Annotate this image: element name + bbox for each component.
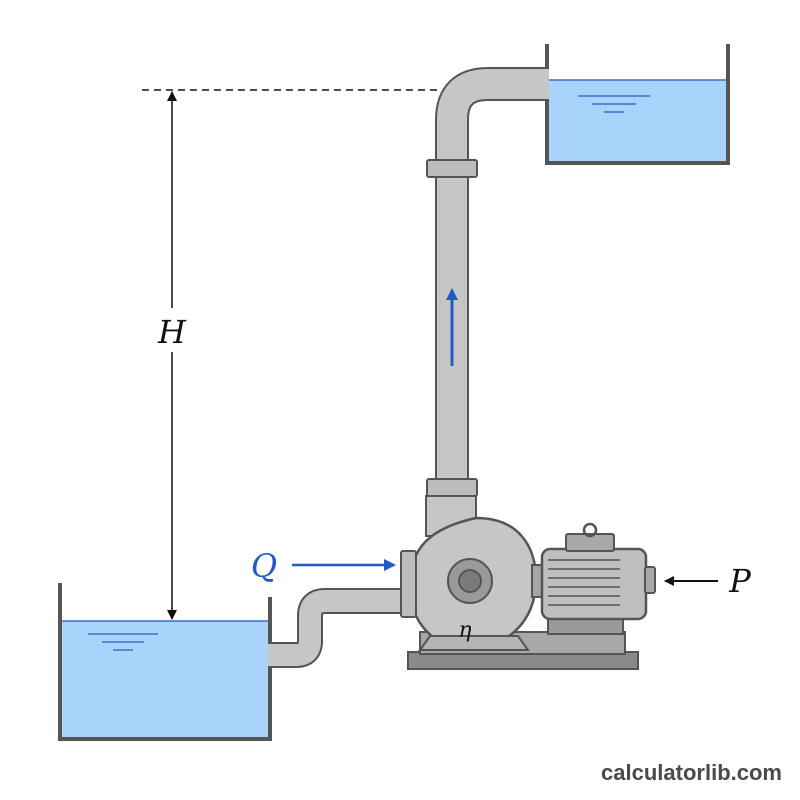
upper-tank-water bbox=[549, 80, 726, 162]
watermark-text: calculatorlib.com bbox=[601, 760, 782, 785]
lower-water-level-marks bbox=[88, 633, 158, 651]
pump-foot bbox=[418, 635, 530, 651]
power-label: P bbox=[728, 562, 751, 600]
motor-end-cap bbox=[644, 566, 656, 594]
pump-inlet-flange bbox=[400, 550, 417, 618]
lower-tank-water bbox=[62, 621, 268, 737]
motor-cooling-fins bbox=[548, 559, 620, 606]
base-plate bbox=[407, 631, 639, 670]
efficiency-label: η bbox=[458, 618, 471, 643]
flow-label: Q bbox=[251, 547, 277, 585]
upper-pipe-flange bbox=[426, 159, 478, 178]
motor bbox=[531, 522, 656, 635]
pump-shaft bbox=[458, 569, 482, 593]
lower-tank bbox=[58, 583, 272, 741]
upper-tank-walls bbox=[545, 44, 730, 165]
upper-tank bbox=[545, 44, 730, 165]
pump-casing: η bbox=[400, 495, 538, 651]
suction-pipe bbox=[268, 588, 410, 668]
upper-water-level-marks bbox=[578, 95, 650, 113]
lower-pipe-flange bbox=[426, 478, 478, 497]
motor-lifting-eye bbox=[582, 522, 598, 538]
discharge-pipe bbox=[426, 67, 549, 525]
head-label: H bbox=[157, 313, 187, 351]
motor-foot bbox=[547, 617, 624, 635]
motor-terminal-box bbox=[565, 533, 615, 552]
